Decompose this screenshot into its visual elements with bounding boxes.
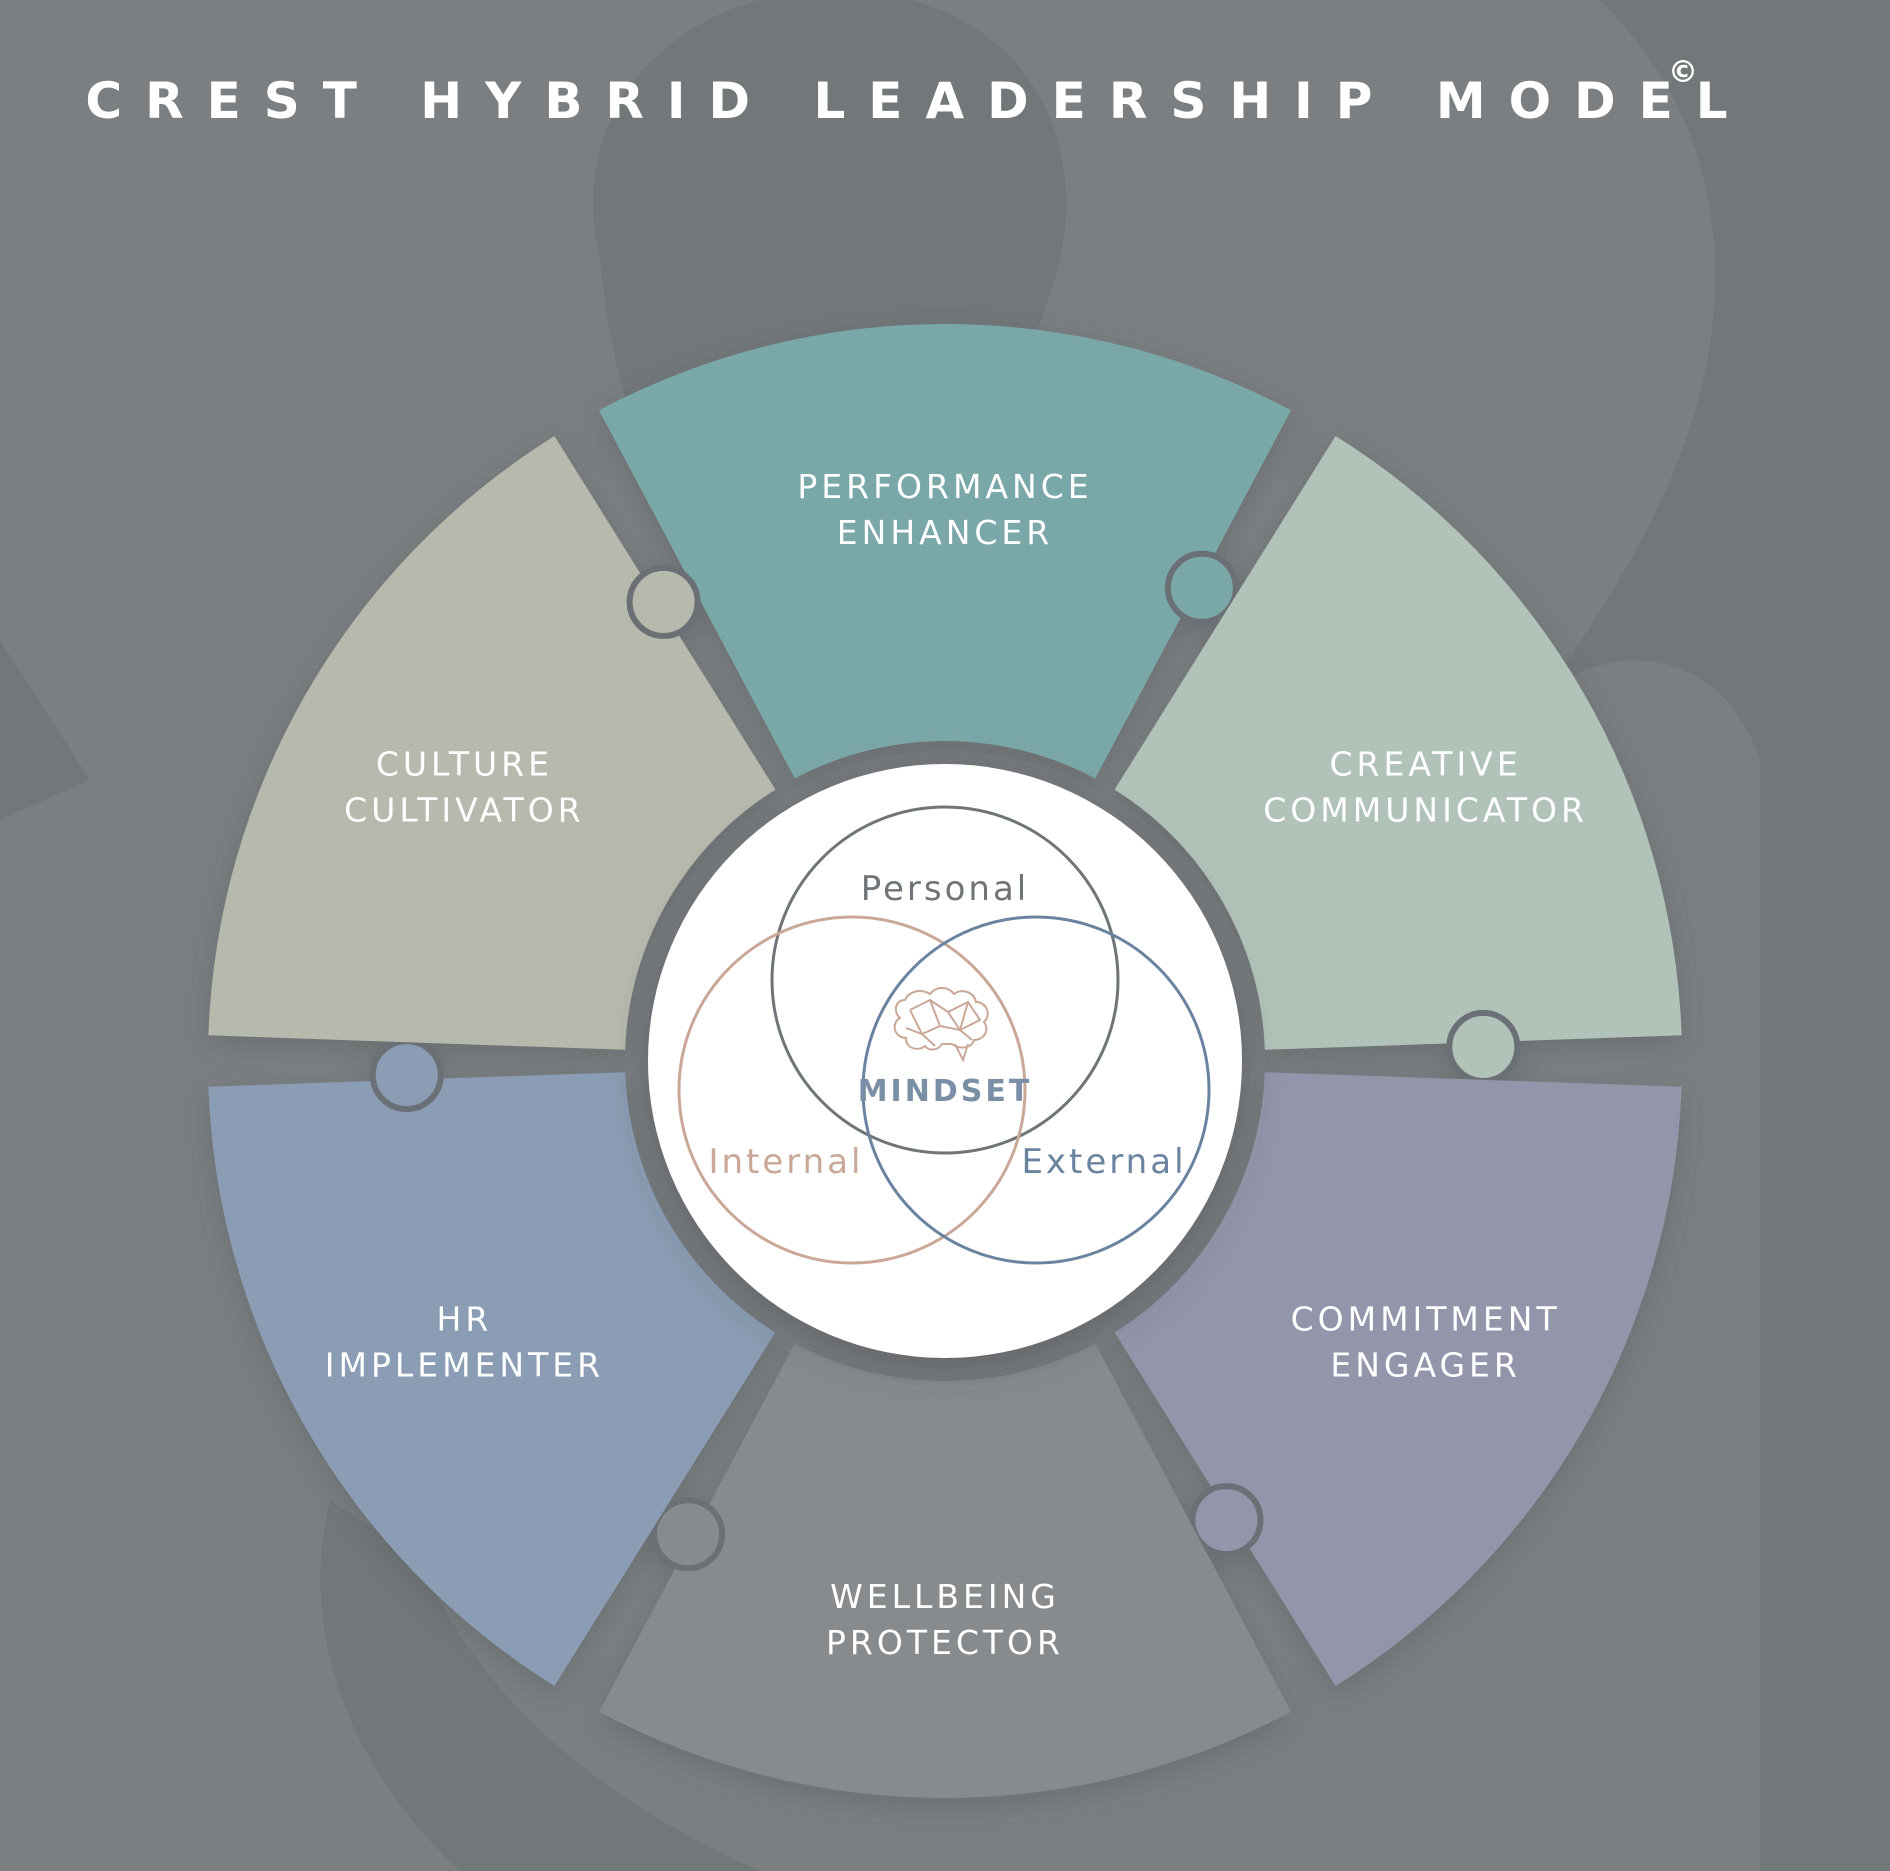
segment-performance-enhancer (599, 324, 1291, 779)
puzzle-knob-hr-implementer (369, 1038, 444, 1113)
external-label: External (1021, 1142, 1186, 1182)
segment-label-culture-cultivator-line2: CULTIVATOR (344, 791, 584, 830)
segment-label-commitment-engager-line2: ENGAGER (1330, 1346, 1520, 1385)
segment-wellbeing-protector (599, 1343, 1291, 1798)
mindset-center: Personal MINDSET Internal External (648, 764, 1242, 1358)
segment-label-wellbeing-protector-line2: PROTECTOR (826, 1623, 1064, 1662)
segment-creative-communicator (1114, 436, 1682, 1050)
background-shape-left (0, 640, 90, 820)
puzzle-knob-creative-communicator (1446, 1009, 1521, 1084)
puzzle-knob-performance-enhancer (1164, 550, 1239, 625)
segment-label-hr-implementer-line2: IMPLEMENTER (325, 1346, 604, 1385)
background-shape-right (1540, 0, 1890, 1871)
center-circle (648, 764, 1242, 1358)
segment-label-creative-communicator-line1: CREATIVE (1330, 745, 1522, 784)
internal-circle (677, 915, 1027, 1265)
personal-label: Personal (861, 869, 1030, 909)
segment-label-wellbeing-protector-line1: WELLBEING (830, 1577, 1060, 1616)
background-shape-bottom-left (320, 1500, 760, 1871)
segment-label-performance-enhancer-line2: ENHANCER (837, 513, 1053, 552)
model-title: CREST HYBRID LEADERSHIP MODEL (85, 72, 1750, 130)
external-circle (861, 915, 1211, 1265)
segment-label-commitment-engager-line1: COMMITMENT (1291, 1300, 1561, 1339)
internal-label: Internal (708, 1142, 863, 1182)
segment-label-creative-communicator-line2: COMMUNICATOR (1263, 791, 1588, 830)
copyright-mark: © (1668, 55, 1698, 90)
puzzle-wheel (208, 324, 1682, 1798)
brain-icon (893, 987, 989, 1063)
puzzle-knob-commitment-engager (1189, 1483, 1264, 1558)
puzzle-knob-culture-cultivator (626, 564, 701, 639)
puzzle-knob-wellbeing-protector (651, 1497, 726, 1572)
segment-label-performance-enhancer-line1: PERFORMANCE (797, 467, 1092, 506)
segment-label-culture-cultivator-line1: CULTURE (376, 745, 553, 784)
segment-labels: PERFORMANCE ENHANCER CREATIVE COMMUNICATOR C… (325, 467, 1588, 1662)
segment-label-hr-implementer-line1: HR (437, 1300, 493, 1339)
segment-hr-implementer (208, 1072, 776, 1686)
mindset-label: MINDSET (858, 1074, 1033, 1109)
personal-circle (770, 805, 1120, 1155)
